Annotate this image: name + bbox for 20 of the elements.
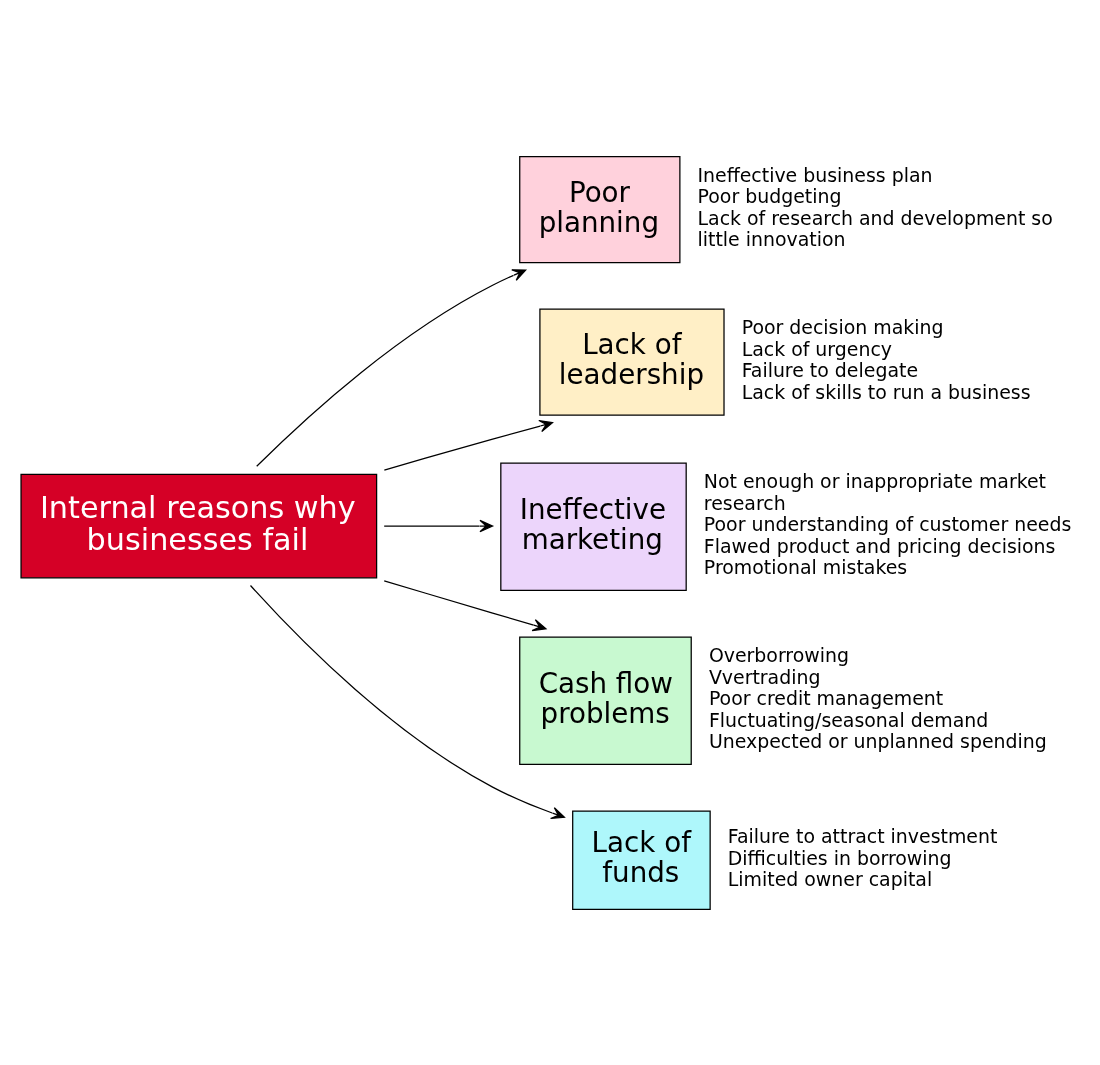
node-label: Vvertrading — [708, 665, 821, 688]
node-label: Difficulties in borrowing — [727, 846, 952, 869]
arrow — [256, 268, 527, 467]
node-label: Failure to attract investment — [727, 824, 998, 847]
node-label: Poor decision making — [741, 315, 944, 338]
node-label: Poor understanding of customer needs — [703, 512, 1072, 535]
node-label: Limited owner capital — [727, 867, 933, 890]
node-label: Lack of skills to run a business — [741, 380, 1031, 403]
arrow — [383, 419, 554, 471]
node-label: Fluctuating/seasonal demand — [708, 708, 989, 731]
node-label: Not enough or inappropriate market research — [703, 469, 1046, 514]
node-label: Lack of urgency — [741, 337, 892, 360]
arrow — [249, 584, 565, 819]
node-label: Ineffective business plan — [697, 163, 933, 186]
node-label: Poor budgeting — [697, 184, 842, 207]
arrow — [383, 519, 494, 532]
node-label: Flawed product and pricing decisions — [703, 534, 1056, 557]
node-label: Overborrowing — [708, 643, 849, 666]
node-label: Lack of research and development so little innovation — [697, 206, 1053, 250]
arrow — [383, 579, 547, 631]
